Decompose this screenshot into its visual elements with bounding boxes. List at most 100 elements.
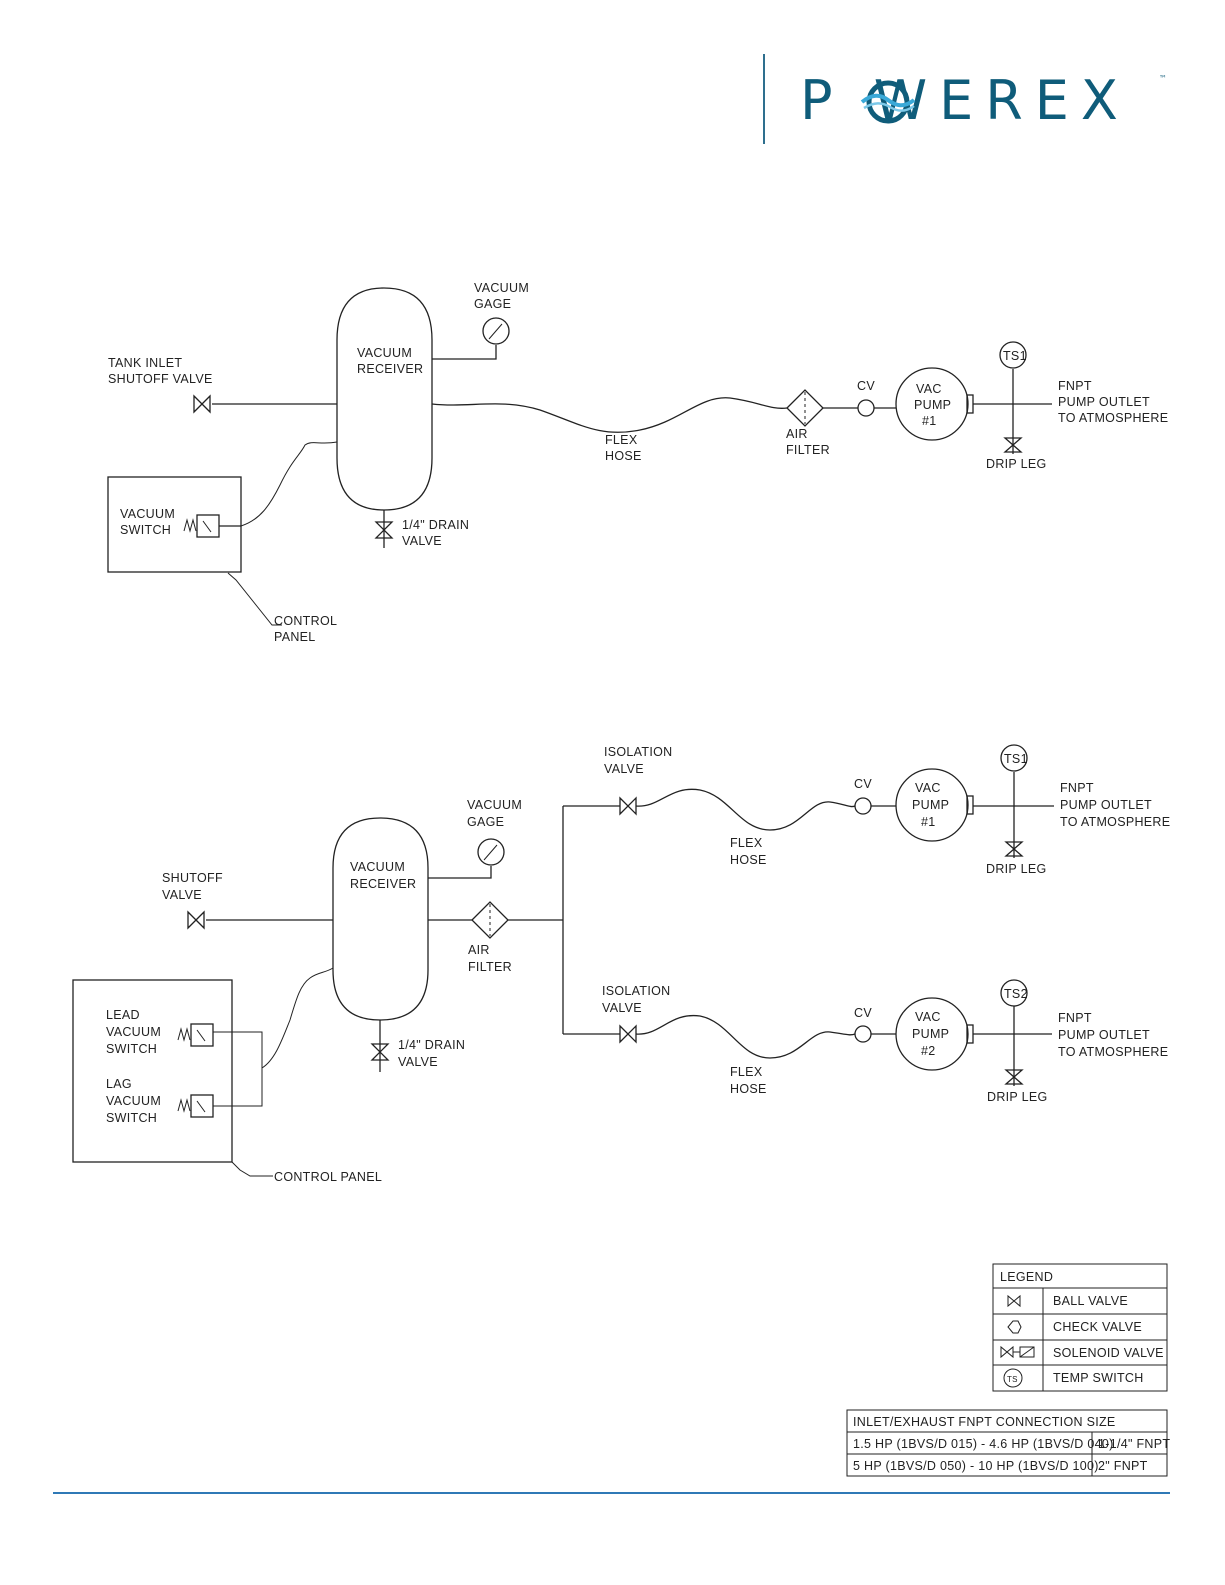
powerex-logo: P WEREX ™: [800, 66, 1180, 136]
simplex-drain-valve-icon: [374, 521, 394, 539]
duplex-ts2-label: TS2: [1004, 987, 1028, 1001]
simplex-flex-label-2: HOSE: [605, 449, 642, 463]
legend-check-valve-label: CHECK VALVE: [1053, 1320, 1142, 1334]
simplex-temp-switch-icon: [999, 341, 1027, 369]
duplex-ts1-label: TS1: [1004, 752, 1028, 766]
duplex-lead-spring-icon: [177, 1027, 191, 1042]
simplex-pump-label-3: #1: [922, 414, 937, 428]
duplex-check-valve-2-icon: [854, 1025, 872, 1043]
duplex-cv1-label: CV: [854, 777, 872, 791]
simplex-control-label-2: PANEL: [274, 630, 316, 644]
duplex-iso2-label-2: VALVE: [602, 1001, 642, 1015]
duplex-system: VACUUM RECEIVER SHUTOFF VALVE VACUUM GAG…: [72, 744, 1170, 1184]
simplex-outlet-label-2: PUMP OUTLET: [1058, 395, 1150, 409]
duplex-shutoff-label-1: SHUTOFF: [162, 871, 223, 885]
duplex-flex-hose-1: [635, 788, 856, 831]
duplex-pump2-label-2: PUMP: [912, 1027, 949, 1041]
duplex-lag-spring-icon: [177, 1098, 191, 1113]
connection-row-2-range: 5 HP (1BVS/D 050) - 10 HP (1BVS/D 100): [853, 1459, 1099, 1473]
simplex-drip-leg-label: DRIP LEG: [986, 457, 1047, 471]
duplex-receiver-label-2: RECEIVER: [350, 877, 416, 891]
simplex-flex-hose: [431, 397, 788, 433]
duplex-drain-label-1: 1/4" DRAIN: [398, 1038, 465, 1052]
duplex-outlet2-label-2: PUMP OUTLET: [1058, 1028, 1150, 1042]
simplex-sense-line: [240, 441, 338, 527]
duplex-outlet1-label-3: TO ATMOSPHERE: [1060, 815, 1170, 829]
duplex-drip2-label: DRIP LEG: [987, 1090, 1048, 1104]
simplex-flex-label-1: FLEX: [605, 433, 638, 447]
duplex-pump2-label-1: VAC: [915, 1010, 941, 1024]
logo-trademark: ™: [1159, 74, 1167, 83]
duplex-drain-label-2: VALVE: [398, 1055, 438, 1069]
simplex-switch-spring-icon: [183, 518, 197, 533]
duplex-pump2-label-3: #2: [921, 1044, 936, 1058]
duplex-gage-label-2: GAGE: [467, 815, 504, 829]
simplex-receiver-label-1: VACUUM: [357, 346, 412, 360]
simplex-drain-label-2: VALVE: [402, 534, 442, 548]
duplex-pump1-label-3: #1: [921, 815, 936, 829]
legend-temp-switch-label: TEMP SWITCH: [1053, 1371, 1144, 1385]
duplex-drip1-label: DRIP LEG: [986, 862, 1047, 876]
duplex-lag-label-2: VACUUM: [106, 1094, 161, 1108]
duplex-outlet2-label-3: TO ATMOSPHERE: [1058, 1045, 1168, 1059]
duplex-flex-hose-2: [635, 1014, 856, 1059]
duplex-temp-switch-2-icon: [1000, 979, 1028, 1007]
duplex-filter-label-2: FILTER: [468, 960, 512, 974]
solenoid-coil-diagonal: [1019, 1346, 1035, 1358]
duplex-drip-leg-2-valve-icon: [1004, 1069, 1024, 1085]
simplex-outlet-label-3: TO ATMOSPHERE: [1058, 411, 1168, 425]
duplex-flex1-label-2: HOSE: [730, 853, 767, 867]
duplex-iso1-label-1: ISOLATION: [604, 745, 672, 759]
duplex-lead-label-1: LEAD: [106, 1008, 140, 1022]
ball-valve-icon: [1007, 1294, 1021, 1308]
simplex-filter-label-1: AIR: [786, 427, 808, 441]
simplex-control-panel-box: [107, 476, 242, 573]
duplex-isolation-valve-2-icon: [619, 1024, 637, 1044]
simplex-cv-label: CV: [857, 379, 875, 393]
duplex-cv2-label: CV: [854, 1006, 872, 1020]
simplex-drain-label-1: 1/4" DRAIN: [402, 518, 469, 532]
duplex-pump1-label-1: VAC: [915, 781, 941, 795]
simplex-ts-label: TS1: [1003, 349, 1027, 363]
duplex-control-panel-leader: [231, 1161, 273, 1177]
simplex-system: VACUUM RECEIVER TANK INLET SHUTOFF VALVE…: [107, 281, 1168, 644]
duplex-lead-label-3: SWITCH: [106, 1042, 157, 1056]
simplex-filter-label-2: FILTER: [786, 443, 830, 457]
duplex-vacuum-receiver-tank: [332, 817, 429, 1021]
simplex-outlet-label-1: FNPT: [1058, 379, 1092, 393]
logo-wave-icon: [860, 80, 916, 124]
legend-title: LEGEND: [1000, 1270, 1053, 1284]
duplex-lead-switch-icon: [190, 1023, 214, 1047]
duplex-iso1-label-2: VALVE: [604, 762, 644, 776]
legend-ball-valve-label: BALL VALVE: [1053, 1294, 1128, 1308]
simplex-tank-inlet-valve-icon: [193, 394, 211, 414]
simplex-vacuum-switch-icon: [196, 514, 220, 538]
duplex-outlet1-label-2: PUMP OUTLET: [1060, 798, 1152, 812]
simplex-control-label-1: CONTROL: [274, 614, 337, 628]
duplex-lag-switch-icon: [190, 1094, 214, 1118]
duplex-shutoff-valve-icon: [187, 910, 205, 930]
simplex-tank-inlet-label-1: TANK INLET: [108, 356, 182, 370]
duplex-control-panel-box: [72, 979, 233, 1163]
legend-table: LEGEND BALL VALVE CHECK VALVE SOLENOID V…: [992, 1263, 1168, 1392]
simplex-switch-label-1: VACUUM: [120, 507, 175, 521]
connection-row-2-size: 2" FNPT: [1098, 1459, 1148, 1473]
simplex-switch-contact: [202, 520, 212, 533]
duplex-vac-pump-1: [895, 768, 969, 842]
duplex-sense-line: [261, 967, 334, 1069]
duplex-drip-leg-1-valve-icon: [1004, 841, 1024, 857]
duplex-flex1-label-1: FLEX: [730, 836, 763, 850]
footer-rule: [53, 1492, 1170, 1494]
duplex-gage-label-1: VACUUM: [467, 798, 522, 812]
temp-switch-icon: [1003, 1368, 1023, 1388]
duplex-vac-pump-2: [895, 997, 969, 1071]
simplex-air-filter-icon: [786, 389, 824, 427]
check-valve-icon: [1007, 1320, 1022, 1334]
duplex-shutoff-label-2: VALVE: [162, 888, 202, 902]
duplex-lead-label-2: VACUUM: [106, 1025, 161, 1039]
simplex-tank-inlet-label-2: SHUTOFF VALVE: [108, 372, 213, 386]
solenoid-valve-icon: [1000, 1345, 1014, 1359]
duplex-control-label: CONTROL PANEL: [274, 1170, 382, 1184]
duplex-gage-pipe: [428, 866, 492, 879]
simplex-switch-label-2: SWITCH: [120, 523, 171, 537]
